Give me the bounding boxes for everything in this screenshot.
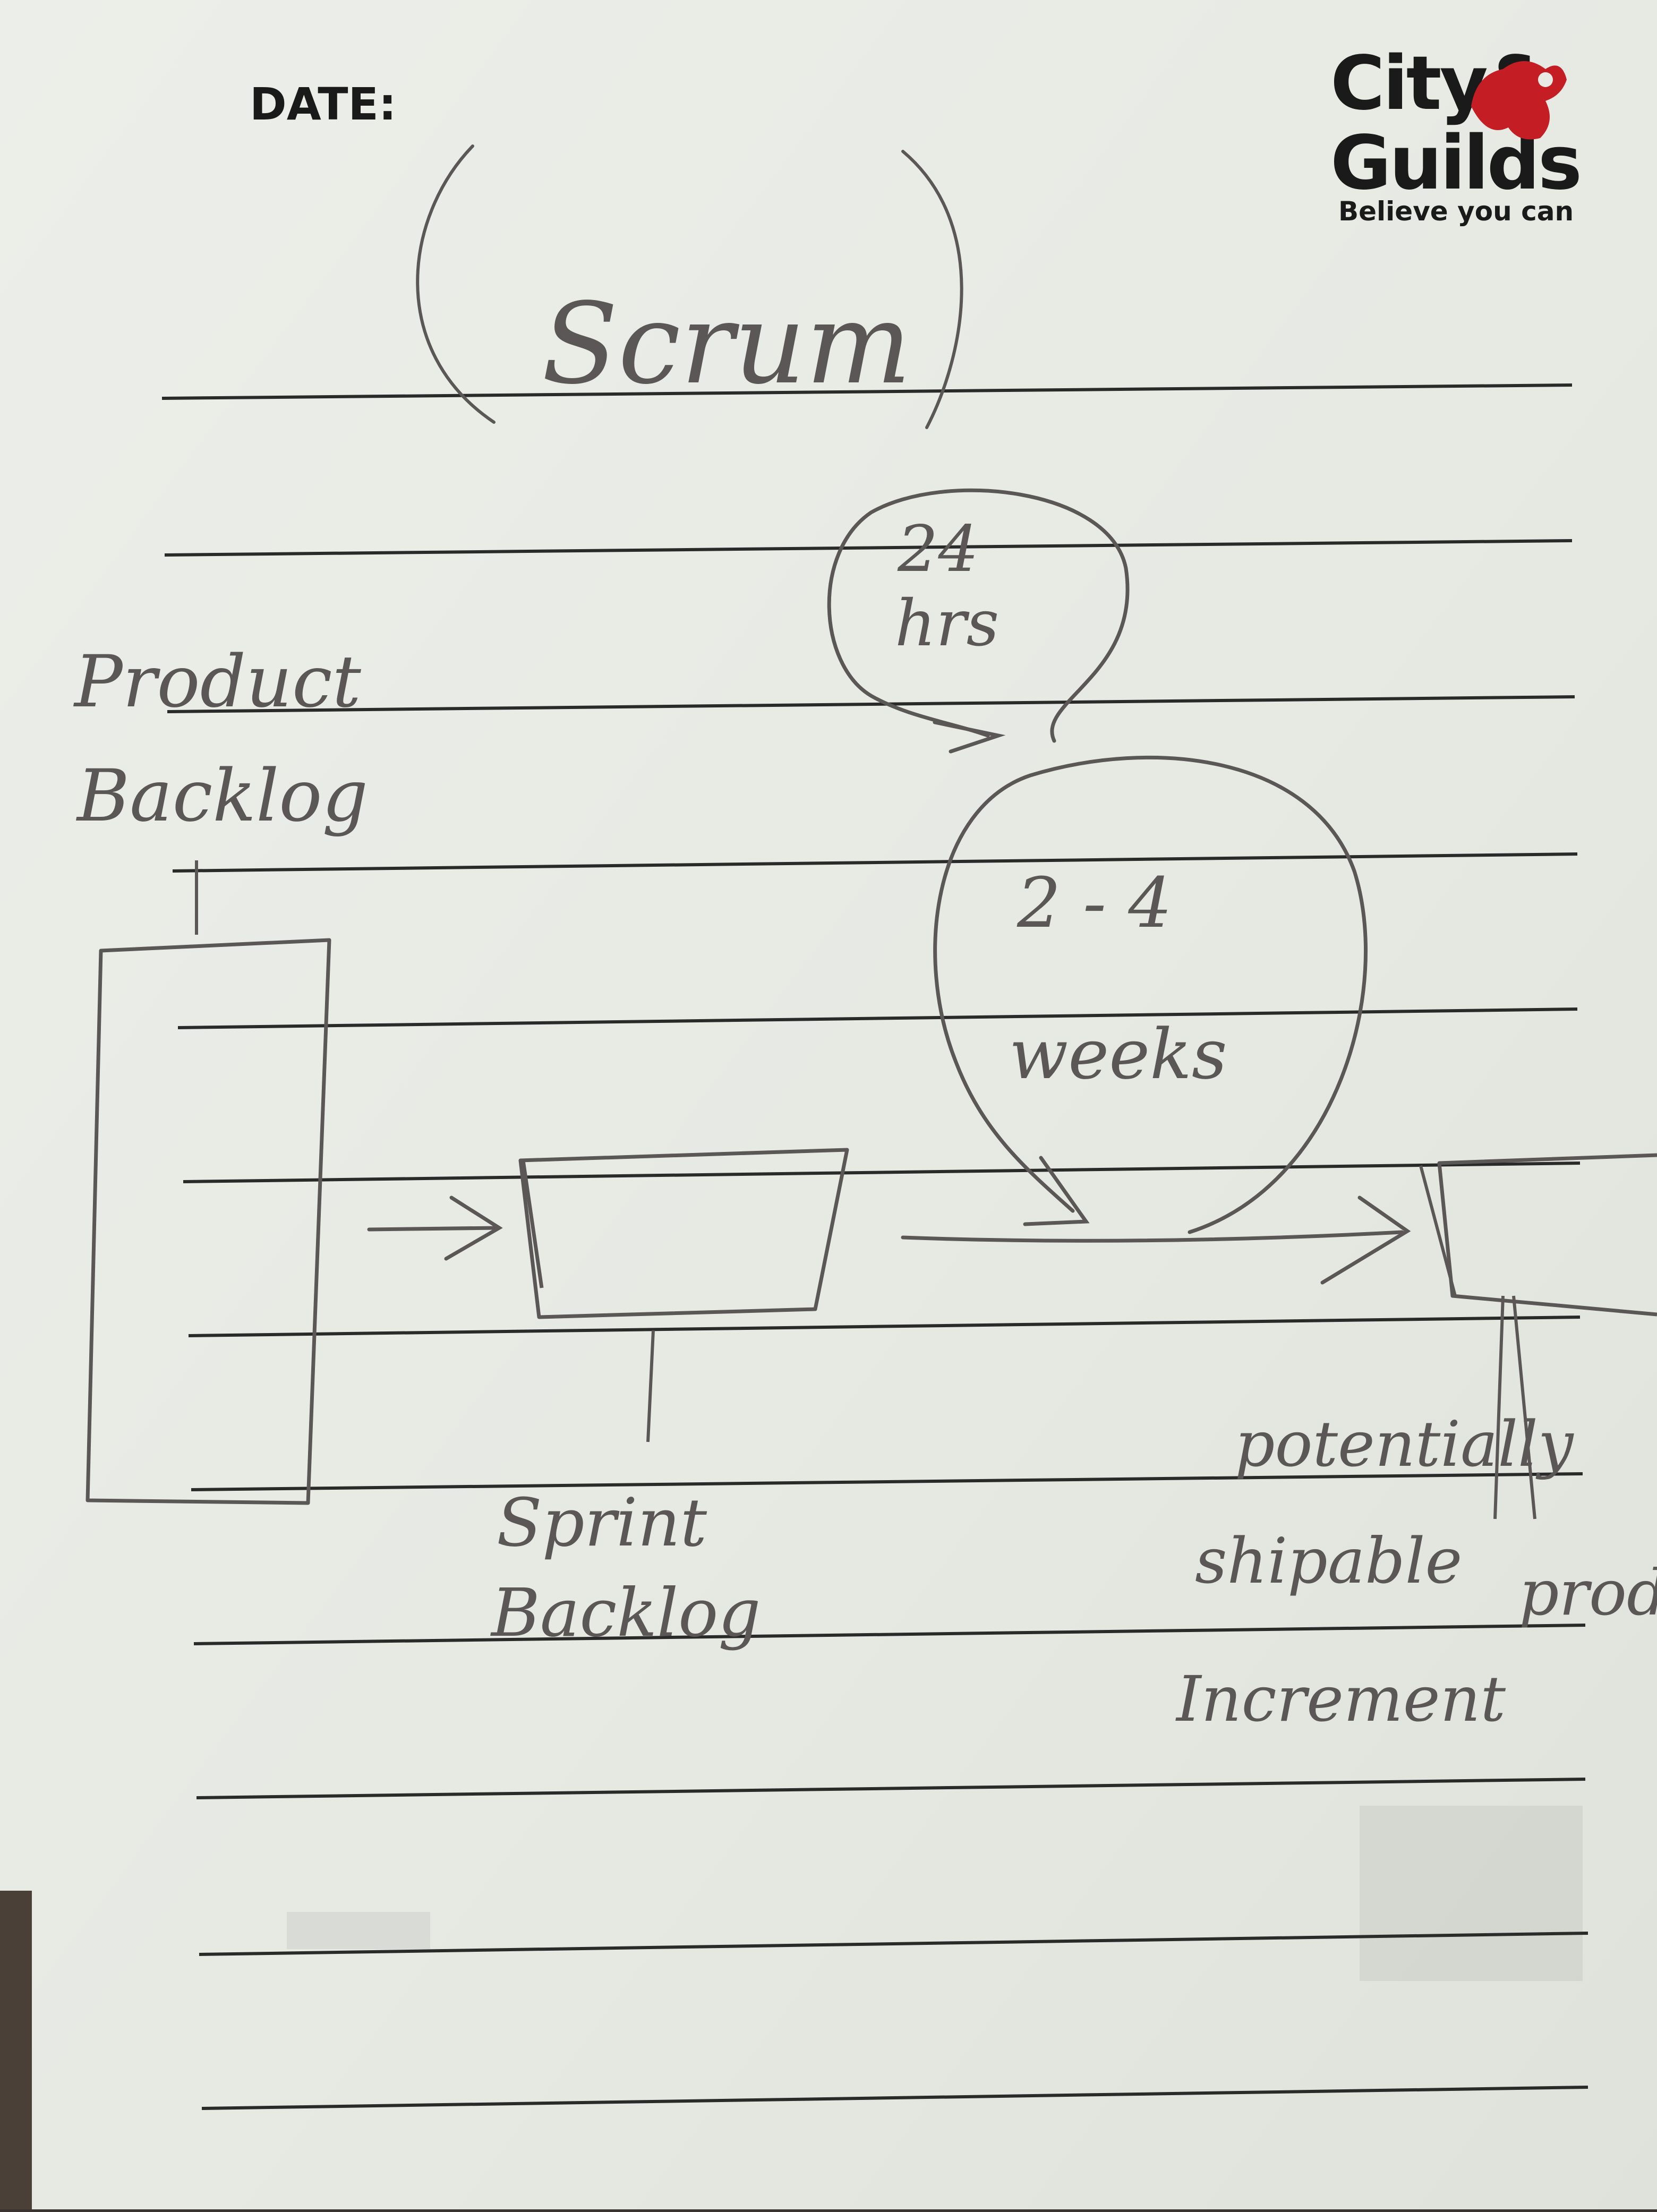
sprint-cycle-label-line1: 2 - 4 — [1017, 862, 1172, 943]
sprint-cycle-arrowhead — [1023, 1156, 1090, 1226]
sprint-backlog-box — [518, 1148, 849, 1319]
rule-line — [183, 1161, 1581, 1183]
sprint-cycle-label-line2: weeks — [1009, 1014, 1227, 1095]
rule-line — [201, 2086, 1588, 2110]
product-backlog-label-line2: Backlog — [75, 754, 368, 838]
show-through-logo — [287, 1806, 1583, 1981]
daily-cycle-label-line1: 24 — [897, 513, 979, 586]
increment-label-line4: Increment — [1175, 1662, 1506, 1736]
increment-box — [1437, 1153, 1657, 1317]
sprint-backlog-label-line1: Sprint — [497, 1484, 707, 1561]
left-paren — [416, 144, 496, 424]
arrow-to-sprint-backlog — [367, 1195, 503, 1261]
page-shadow-edge — [0, 1891, 32, 2209]
rule-line — [193, 1624, 1586, 1645]
increment-label-line3: product — [1519, 1556, 1657, 1629]
rule-line — [177, 1007, 1578, 1029]
rule-line — [191, 1472, 1583, 1491]
daily-cycle-label-line2: hrs — [895, 587, 999, 661]
product-backlog-label-line1: Product — [73, 640, 362, 723]
increment-box-edge — [1419, 1165, 1457, 1296]
arrow-to-increment — [901, 1195, 1411, 1285]
right-paren — [901, 150, 963, 429]
sprint-backlog-leader — [646, 1330, 655, 1442]
sprint-backlog-label-line2: Backlog — [490, 1575, 761, 1652]
ruled-lines — [161, 383, 1588, 2110]
date-label: DATE: — [250, 78, 397, 130]
increment-label-line2: shipable — [1195, 1524, 1462, 1598]
rule-line — [188, 1316, 1581, 1337]
sprint-cycle-loop — [933, 755, 1368, 1234]
daily-cycle-loop — [827, 488, 1130, 743]
title-parentheses — [416, 144, 963, 429]
rule-line — [196, 1778, 1586, 1799]
city-guilds-logo: City& Guilds Believe you can — [1330, 40, 1582, 227]
rule-line — [164, 539, 1573, 557]
increment-label-line1: potentially — [1235, 1407, 1574, 1481]
sprint-backlog-box-edge — [521, 1160, 544, 1288]
rule-line — [172, 852, 1578, 873]
lion-icon — [1471, 61, 1567, 140]
rule-line — [199, 1932, 1588, 1956]
increment-leader — [1493, 1295, 1536, 1519]
rule-line — [161, 383, 1573, 400]
daily-cycle-arrowhead — [933, 720, 1006, 754]
logo-tagline: Believe you can — [1338, 196, 1574, 227]
diagram-title: Scrum — [542, 279, 911, 409]
rule-line — [167, 695, 1575, 713]
product-backlog-box — [86, 938, 331, 1505]
